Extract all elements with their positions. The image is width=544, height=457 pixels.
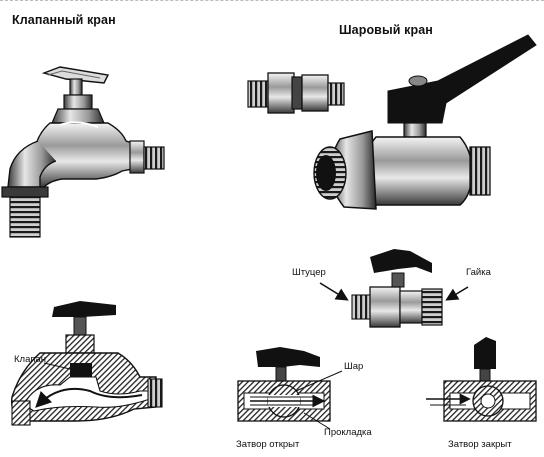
label-nut: Гайка xyxy=(466,267,491,278)
ball-valve-title: Шаровый кран xyxy=(339,23,433,37)
ball-valve-closed-section xyxy=(426,337,537,422)
label-gate-open: Затвор открыт xyxy=(236,439,300,450)
label-fitting: Штуцер xyxy=(292,267,326,278)
label-gasket: Прокладка xyxy=(324,427,372,438)
ball-valve-illustration xyxy=(247,34,537,210)
label-gate-closed: Затвор закрыт xyxy=(448,439,512,450)
valve-tap-illustration xyxy=(1,66,165,238)
label-ball: Шар xyxy=(344,361,364,372)
label-valve: Клапан xyxy=(14,354,47,365)
valve-cross-section xyxy=(10,301,163,426)
ball-valve-open-section xyxy=(237,347,343,430)
valve-tap-title: Клапанный кран xyxy=(12,13,116,27)
ball-valve-assembly xyxy=(319,249,469,328)
